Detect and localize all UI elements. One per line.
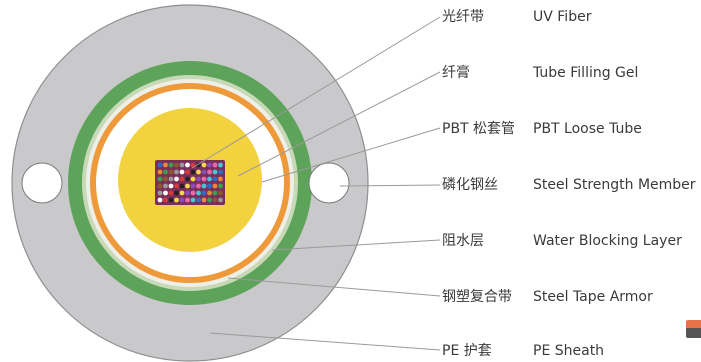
optical-fiber bbox=[179, 197, 185, 203]
optical-fiber bbox=[201, 176, 207, 182]
optical-fiber bbox=[185, 176, 190, 182]
optical-fiber bbox=[201, 197, 207, 203]
optical-fiber bbox=[201, 183, 207, 189]
optical-fiber bbox=[174, 162, 179, 168]
optical-fiber bbox=[157, 162, 163, 168]
optical-fiber bbox=[218, 176, 223, 182]
label-armor-cn: 钢塑复合带 bbox=[442, 289, 512, 305]
optical-fiber bbox=[179, 183, 185, 189]
optical-fiber bbox=[190, 190, 196, 196]
optical-fiber bbox=[185, 169, 190, 175]
optical-fiber bbox=[196, 176, 201, 182]
optical-fiber bbox=[207, 176, 212, 182]
label-sheath-en: PE Sheath bbox=[533, 343, 605, 359]
optical-fiber bbox=[168, 176, 174, 182]
leader-line-uv-fiber bbox=[191, 16, 441, 169]
optical-fiber bbox=[179, 169, 185, 175]
optical-fiber bbox=[174, 169, 179, 175]
optical-fiber bbox=[201, 162, 207, 168]
uv-fiber-ribbon-stack bbox=[155, 160, 225, 205]
optical-fiber bbox=[168, 190, 174, 196]
leader-line-water-blocking bbox=[271, 239, 441, 251]
optical-fiber bbox=[212, 176, 218, 182]
optical-fiber bbox=[174, 190, 179, 196]
strength-member-left bbox=[21, 162, 63, 204]
leader-line-loose-tube bbox=[261, 127, 441, 183]
optical-fiber bbox=[196, 183, 201, 189]
optical-fiber bbox=[218, 183, 223, 189]
label-armor-en: Steel Tape Armor bbox=[533, 289, 653, 305]
optical-fiber bbox=[168, 183, 174, 189]
label-strength-member-en: Steel Strength Member bbox=[533, 177, 696, 193]
optical-fiber bbox=[157, 190, 163, 196]
optical-fiber bbox=[179, 162, 185, 168]
optical-fiber bbox=[163, 176, 168, 182]
optical-fiber bbox=[174, 183, 179, 189]
optical-fiber bbox=[196, 190, 201, 196]
optical-fiber bbox=[185, 190, 190, 196]
optical-fiber bbox=[207, 183, 212, 189]
label-uv-fiber-en: UV Fiber bbox=[533, 9, 592, 25]
optical-fiber bbox=[190, 183, 196, 189]
optical-fiber bbox=[212, 183, 218, 189]
optical-fiber bbox=[190, 197, 196, 203]
optical-fiber bbox=[163, 169, 168, 175]
optical-fiber bbox=[157, 197, 163, 203]
optical-fiber bbox=[212, 162, 218, 168]
optical-fiber bbox=[157, 176, 163, 182]
optical-fiber bbox=[190, 176, 196, 182]
optical-fiber bbox=[212, 169, 218, 175]
optical-fiber bbox=[218, 162, 223, 168]
optical-fiber bbox=[174, 176, 179, 182]
optical-fiber bbox=[168, 197, 174, 203]
optical-fiber bbox=[163, 190, 168, 196]
leader-line-sheath bbox=[209, 332, 441, 351]
optical-fiber bbox=[201, 169, 207, 175]
optical-fiber bbox=[207, 190, 212, 196]
optical-fiber bbox=[168, 169, 174, 175]
optical-fiber bbox=[218, 197, 223, 203]
optical-fiber bbox=[207, 169, 212, 175]
label-gel-cn: 纤膏 bbox=[442, 65, 470, 81]
optical-fiber bbox=[157, 183, 163, 189]
leader-line-strength-member bbox=[339, 184, 441, 187]
optical-fiber bbox=[179, 190, 185, 196]
label-uv-fiber-cn: 光纤带 bbox=[442, 9, 484, 25]
optical-fiber bbox=[168, 162, 174, 168]
optical-fiber bbox=[163, 197, 168, 203]
corner-decoration bbox=[686, 320, 701, 338]
label-loose-tube-en: PBT Loose Tube bbox=[533, 121, 642, 137]
label-gel-en: Tube Filling Gel bbox=[533, 65, 639, 81]
optical-fiber bbox=[157, 169, 163, 175]
label-strength-member-cn: 磷化钢丝 bbox=[442, 177, 498, 193]
optical-fiber bbox=[212, 197, 218, 203]
optical-fiber bbox=[179, 176, 185, 182]
label-loose-tube-cn: PBT 松套管 bbox=[442, 121, 516, 137]
optical-fiber bbox=[218, 190, 223, 196]
optical-fiber bbox=[174, 197, 179, 203]
optical-fiber bbox=[207, 197, 212, 203]
optical-fiber bbox=[201, 190, 207, 196]
optical-fiber bbox=[218, 169, 223, 175]
leader-line-armor bbox=[227, 277, 441, 297]
optical-fiber bbox=[207, 162, 212, 168]
optical-fiber bbox=[196, 169, 201, 175]
optical-fiber bbox=[196, 197, 201, 203]
optical-fiber bbox=[212, 190, 218, 196]
label-water-blocking-en: Water Blocking Layer bbox=[533, 233, 682, 249]
optical-fiber bbox=[163, 183, 168, 189]
optical-fiber bbox=[190, 169, 196, 175]
leader-lines bbox=[191, 16, 441, 351]
label-water-blocking-cn: 阻水层 bbox=[442, 233, 484, 249]
label-sheath-cn: PE 护套 bbox=[442, 343, 492, 359]
optical-fiber bbox=[185, 162, 190, 168]
strength-member-right bbox=[308, 162, 350, 204]
optical-fiber bbox=[185, 183, 190, 189]
leader-line-gel bbox=[237, 71, 441, 177]
optical-fiber bbox=[185, 197, 190, 203]
optical-fiber bbox=[163, 162, 168, 168]
